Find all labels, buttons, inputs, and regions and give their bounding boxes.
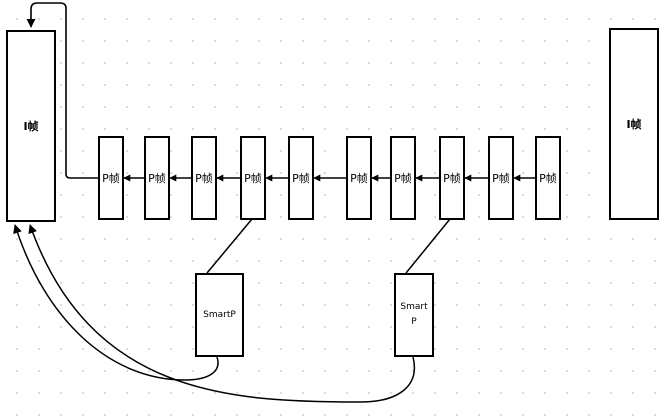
p-frame-label: P帧	[244, 172, 262, 185]
p-frame: P帧	[144, 136, 170, 220]
p-frame-label: P帧	[195, 172, 213, 185]
p-frame: P帧	[346, 136, 372, 220]
p-frame: P帧	[535, 136, 561, 220]
p-frame-label: P帧	[394, 172, 412, 185]
smart-p-frame-1: SmartP	[195, 273, 244, 357]
p-frame: P帧	[439, 136, 465, 220]
p-frame-label: P帧	[292, 172, 310, 185]
p-frame-label: P帧	[492, 172, 510, 185]
p-frame-label: P帧	[350, 172, 368, 185]
smartp-ref-arrow-2	[28, 224, 416, 403]
p-to-smartp-link	[405, 218, 451, 274]
p-frame-label: P帧	[539, 172, 557, 185]
p-frame-label: P帧	[443, 172, 461, 185]
smart-p-frame-2: Smart P	[394, 273, 434, 357]
p-frame: P帧	[240, 136, 266, 220]
p-to-smartp-link	[206, 218, 253, 274]
i-frame-left: I帧	[6, 30, 56, 222]
i-frame-left-label: I帧	[23, 120, 39, 133]
p-frame-label: P帧	[102, 172, 120, 185]
smartp-ref-arrow-1	[13, 224, 219, 381]
p-frame: P帧	[191, 136, 217, 220]
p-frame: P帧	[288, 136, 314, 220]
p-frame: P帧	[488, 136, 514, 220]
p-frame-label: P帧	[148, 172, 166, 185]
i-frame-right: I帧	[609, 28, 659, 220]
i-frame-right-label: I帧	[626, 118, 642, 131]
smart-p-frame-2-label: Smart P	[400, 302, 428, 327]
smart-p-frame-1-label: SmartP	[203, 309, 236, 320]
loop-arrow-to-i-frame	[26, 2, 98, 179]
p-frame: P帧	[98, 136, 124, 220]
p-frame: P帧	[390, 136, 416, 220]
